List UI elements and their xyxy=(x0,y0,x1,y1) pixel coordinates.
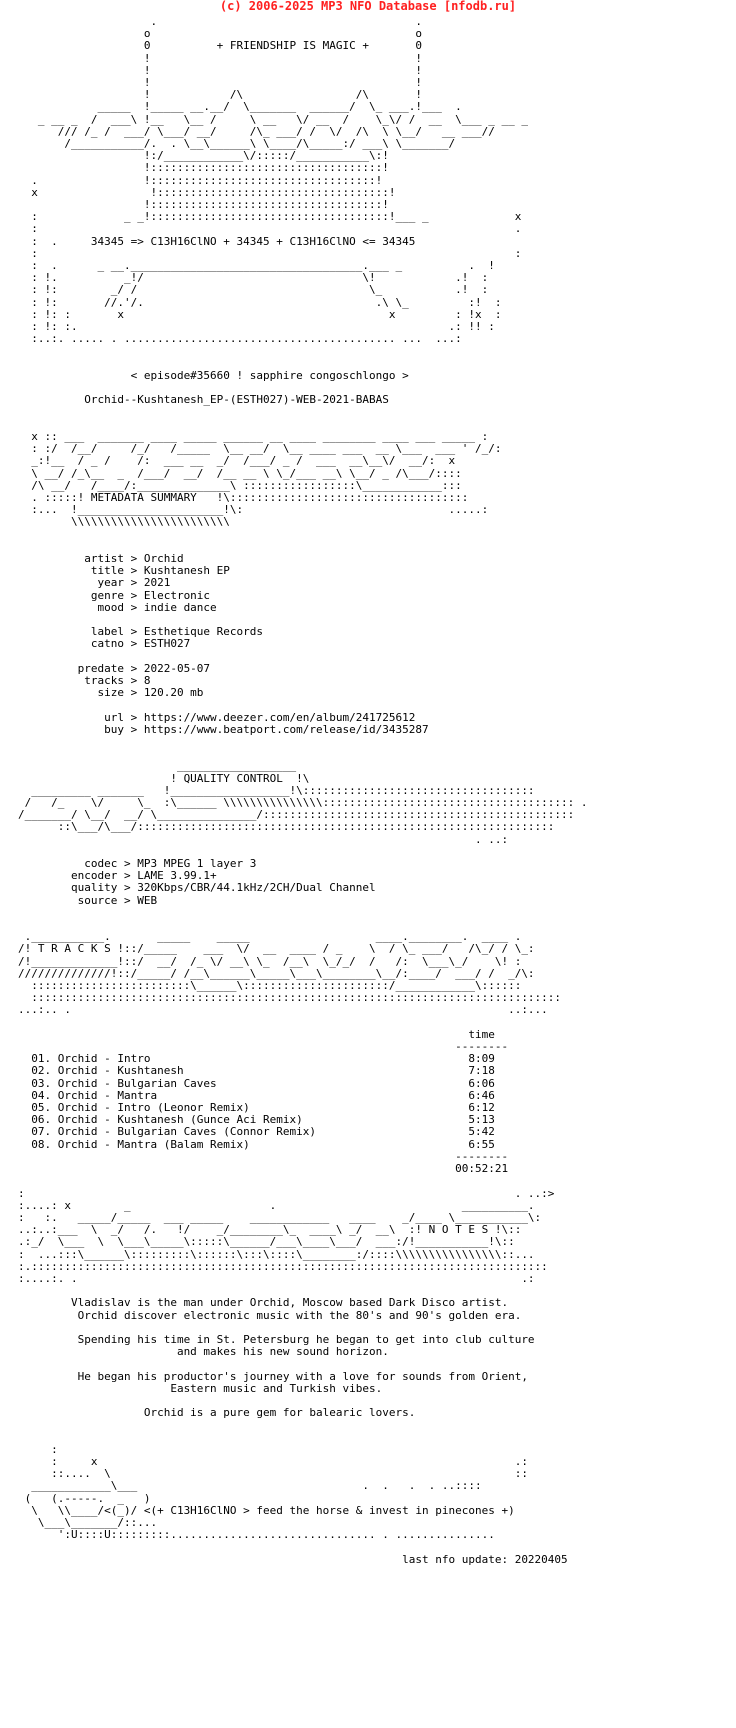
site-credit-header: (c) 2006-2025 MP3 NFO Database [nfodb.ru… xyxy=(219,0,517,13)
nfo-text: . . o o 0 + FRIENDSHIP IS MAGIC + 0 ! xyxy=(18,15,588,1566)
